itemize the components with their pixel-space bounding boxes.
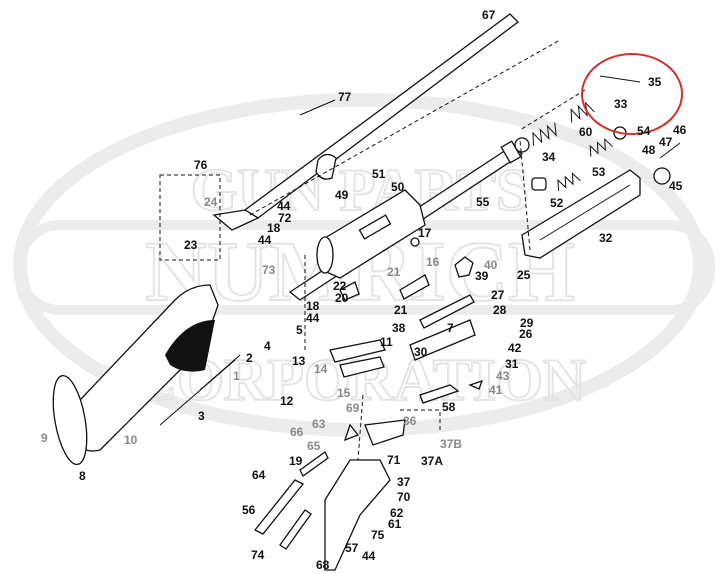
part-label: 15 xyxy=(337,386,351,400)
part-label: 31 xyxy=(505,357,519,371)
part-label: 35 xyxy=(648,75,662,89)
part-label: 47 xyxy=(659,135,673,149)
part-label: 44 xyxy=(277,199,291,213)
part-label: 25 xyxy=(517,268,531,282)
part-label: 54 xyxy=(637,124,651,138)
part-label: 1 xyxy=(233,369,240,383)
part-labels: 67 77 35 33 60 54 46 47 48 45 34 53 52 3… xyxy=(41,8,687,572)
part-label: 39 xyxy=(475,269,489,283)
part-label: 49 xyxy=(335,188,349,202)
part-label: 21 xyxy=(387,265,401,279)
part-label: 53 xyxy=(592,165,606,179)
part-label: 29 xyxy=(520,316,534,330)
part-label: 34 xyxy=(542,150,556,164)
part-label: 41 xyxy=(489,383,503,397)
part-label: 38 xyxy=(392,321,406,335)
part-label: 77 xyxy=(338,90,352,104)
part-label: 57 xyxy=(345,541,359,555)
part-label: 12 xyxy=(280,394,294,408)
part-label: 44 xyxy=(258,233,272,247)
part-label: 30 xyxy=(414,345,428,359)
highlight-circle xyxy=(581,53,683,135)
part-label: 43 xyxy=(496,369,510,383)
part-label: 72 xyxy=(278,211,292,225)
part-label: 14 xyxy=(314,362,328,376)
part-label: 8 xyxy=(79,469,86,483)
part-label: 42 xyxy=(508,341,522,355)
stock xyxy=(52,284,219,466)
part-label: 52 xyxy=(550,196,564,210)
part-label: 9 xyxy=(41,431,48,445)
part-label: 68 xyxy=(316,558,330,572)
part-label: 36 xyxy=(403,414,417,428)
part-label: 40 xyxy=(484,258,498,272)
small-parts xyxy=(253,126,681,571)
part-label: 74 xyxy=(251,548,265,562)
part-label: 16 xyxy=(426,255,440,269)
part-label: 28 xyxy=(493,303,507,317)
part-label: 71 xyxy=(387,453,401,467)
part-label: 18 xyxy=(306,299,320,313)
part-label: 20 xyxy=(335,291,349,305)
part-label: 70 xyxy=(397,490,411,504)
part-label: 3 xyxy=(198,409,205,423)
barrel xyxy=(212,13,519,231)
part-label: 21 xyxy=(394,303,408,317)
part-label: 22 xyxy=(333,279,347,293)
part-label: 37 xyxy=(397,475,411,489)
part-label: 10 xyxy=(124,433,138,447)
part-label: 55 xyxy=(476,195,490,209)
part-label: 23 xyxy=(184,238,198,252)
part-label: 46 xyxy=(673,123,687,137)
part-label: 58 xyxy=(442,400,456,414)
part-label: 18 xyxy=(267,221,281,235)
part-label: 45 xyxy=(669,179,683,193)
part-label: 76 xyxy=(194,158,208,172)
part-label: 50 xyxy=(391,180,405,194)
part-label: 44 xyxy=(306,311,320,325)
part-label: 7 xyxy=(447,321,454,335)
part-label: 56 xyxy=(242,503,256,517)
part-label: 75 xyxy=(371,528,385,542)
part-label: 11 xyxy=(380,335,393,349)
part-label: 4 xyxy=(264,339,271,353)
part-label: 24 xyxy=(204,195,218,209)
part-label: 13 xyxy=(292,354,306,368)
part-label: 65 xyxy=(307,439,321,453)
part-label: 37A xyxy=(421,454,443,468)
part-label: 2 xyxy=(246,351,253,365)
part-label: 17 xyxy=(418,226,432,240)
springs xyxy=(159,101,613,426)
part-label: 60 xyxy=(579,125,593,139)
part-label: 32 xyxy=(599,231,613,245)
part-label: 63 xyxy=(312,417,326,431)
part-label: 51 xyxy=(372,167,386,181)
part-label: 26 xyxy=(519,327,533,341)
part-label: 48 xyxy=(642,143,656,157)
receiver xyxy=(316,189,426,279)
part-label: 69 xyxy=(346,401,360,415)
part-label: 64 xyxy=(252,468,266,482)
part-label: 27 xyxy=(491,288,505,302)
part-label: 33 xyxy=(614,97,628,111)
part-label: 61 xyxy=(388,517,402,531)
part-label: 19 xyxy=(289,454,303,468)
leader-lines xyxy=(159,39,641,461)
part-label: 73 xyxy=(262,263,276,277)
forearm xyxy=(521,169,641,259)
part-label: 67 xyxy=(482,8,496,22)
part-label: 37B xyxy=(440,437,462,451)
part-label: 5 xyxy=(296,323,303,337)
part-label: 66 xyxy=(290,425,304,439)
part-label: 62 xyxy=(390,506,404,520)
watermark-bottom: CORPORATION xyxy=(134,347,586,413)
part-label: 44 xyxy=(362,549,376,563)
